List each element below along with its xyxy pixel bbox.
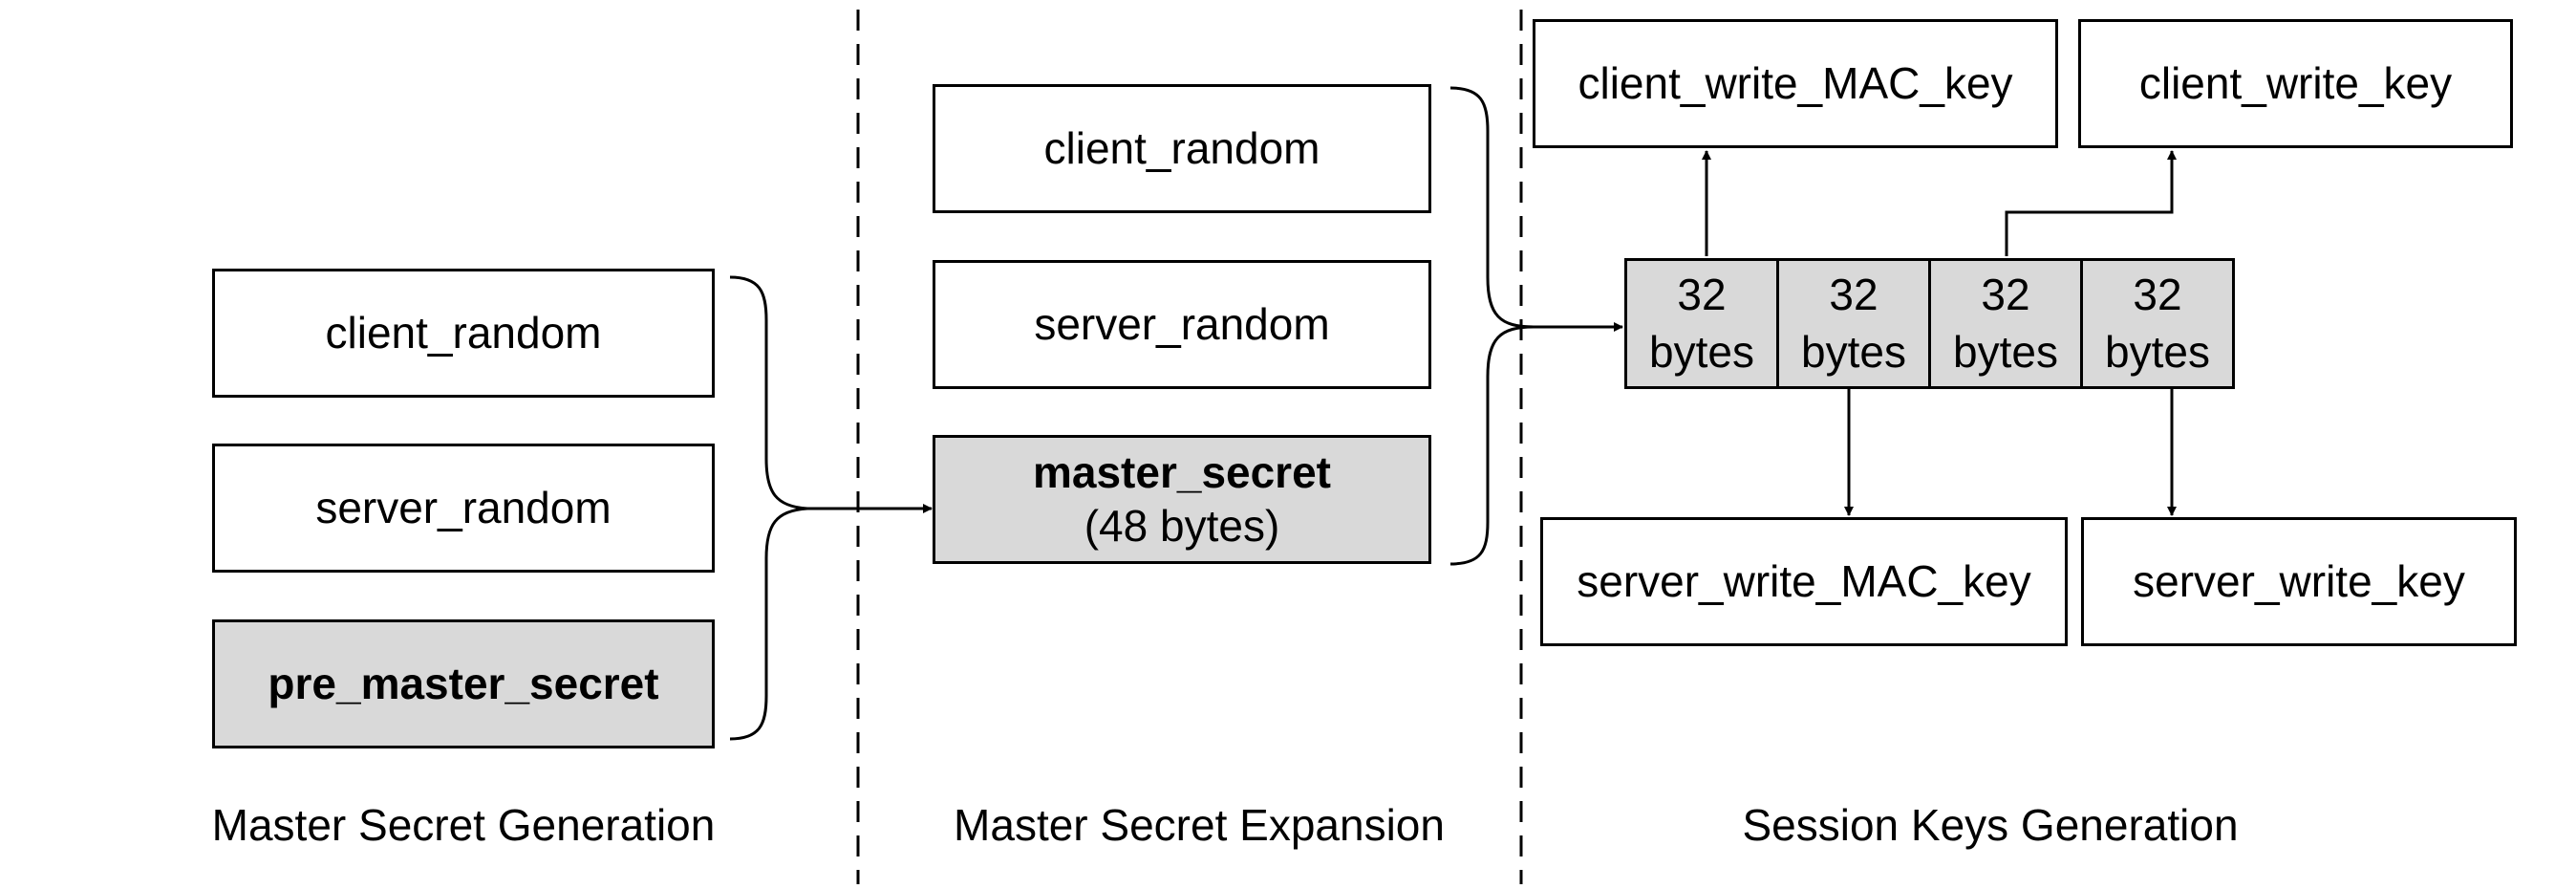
segment-unit: bytes bbox=[1649, 326, 1754, 377]
segment-unit: bytes bbox=[1953, 326, 2058, 377]
segment-size: 32 bbox=[1829, 269, 1878, 319]
server-write-mac-key-box: server_write_MAC_key bbox=[1540, 517, 2068, 646]
gen-server-random-box: server_random bbox=[212, 444, 715, 573]
session-keys-caption: Session Keys Generation bbox=[1742, 800, 2239, 850]
pre-master-secret-label: pre_master_secret bbox=[268, 658, 659, 708]
client-write-key-label: client_write_key bbox=[2138, 57, 2453, 108]
segment-size: 32 bbox=[2133, 269, 2182, 319]
server-write-mac-key-label: server_write_MAC_key bbox=[1577, 555, 2031, 606]
client-write-mac-key-box: client_write_MAC_key bbox=[1533, 19, 2058, 148]
gen-client-random-label: client_random bbox=[325, 307, 602, 358]
exp-client-random-label: client_random bbox=[1043, 122, 1320, 173]
segment-size: 32 bbox=[1981, 269, 2030, 319]
generation-caption: Master Secret Generation bbox=[211, 800, 716, 850]
key-block-segment: 32 bytes bbox=[1776, 258, 1931, 389]
pre-master-secret-box: pre_master_secret bbox=[212, 619, 715, 748]
segment-unit: bytes bbox=[2105, 326, 2210, 377]
exp-server-random-label: server_random bbox=[1034, 298, 1330, 349]
master-secret-label: master_secret bbox=[1032, 447, 1331, 498]
key-block-segment: 32 bytes bbox=[1624, 258, 1779, 389]
exp-server-random-box: server_random bbox=[933, 260, 1431, 389]
key-block: 32 bytes 32 bytes 32 bytes 32 bytes bbox=[1624, 258, 2235, 389]
gen-server-random-label: server_random bbox=[315, 482, 612, 532]
server-write-key-label: server_write_key bbox=[2133, 555, 2465, 606]
master-secret-box: master_secret (48 bytes) bbox=[933, 435, 1431, 564]
gen-client-random-box: client_random bbox=[212, 269, 715, 398]
exp-client-random-box: client_random bbox=[933, 84, 1431, 213]
expansion-caption: Master Secret Expansion bbox=[954, 800, 1445, 850]
segment-size: 32 bbox=[1677, 269, 1727, 319]
key-block-segment: 32 bytes bbox=[1928, 258, 2083, 389]
arrow-to-client-write-key bbox=[2005, 150, 2177, 256]
server-write-key-box: server_write_key bbox=[2081, 517, 2517, 646]
segment-unit: bytes bbox=[1801, 326, 1906, 377]
generation-brace bbox=[729, 275, 808, 741]
key-block-segment: 32 bytes bbox=[2080, 258, 2235, 389]
client-write-mac-key-label: client_write_MAC_key bbox=[1578, 57, 2013, 108]
client-write-key-box: client_write_key bbox=[2078, 19, 2513, 148]
master-secret-size: (48 bytes) bbox=[1084, 500, 1280, 551]
